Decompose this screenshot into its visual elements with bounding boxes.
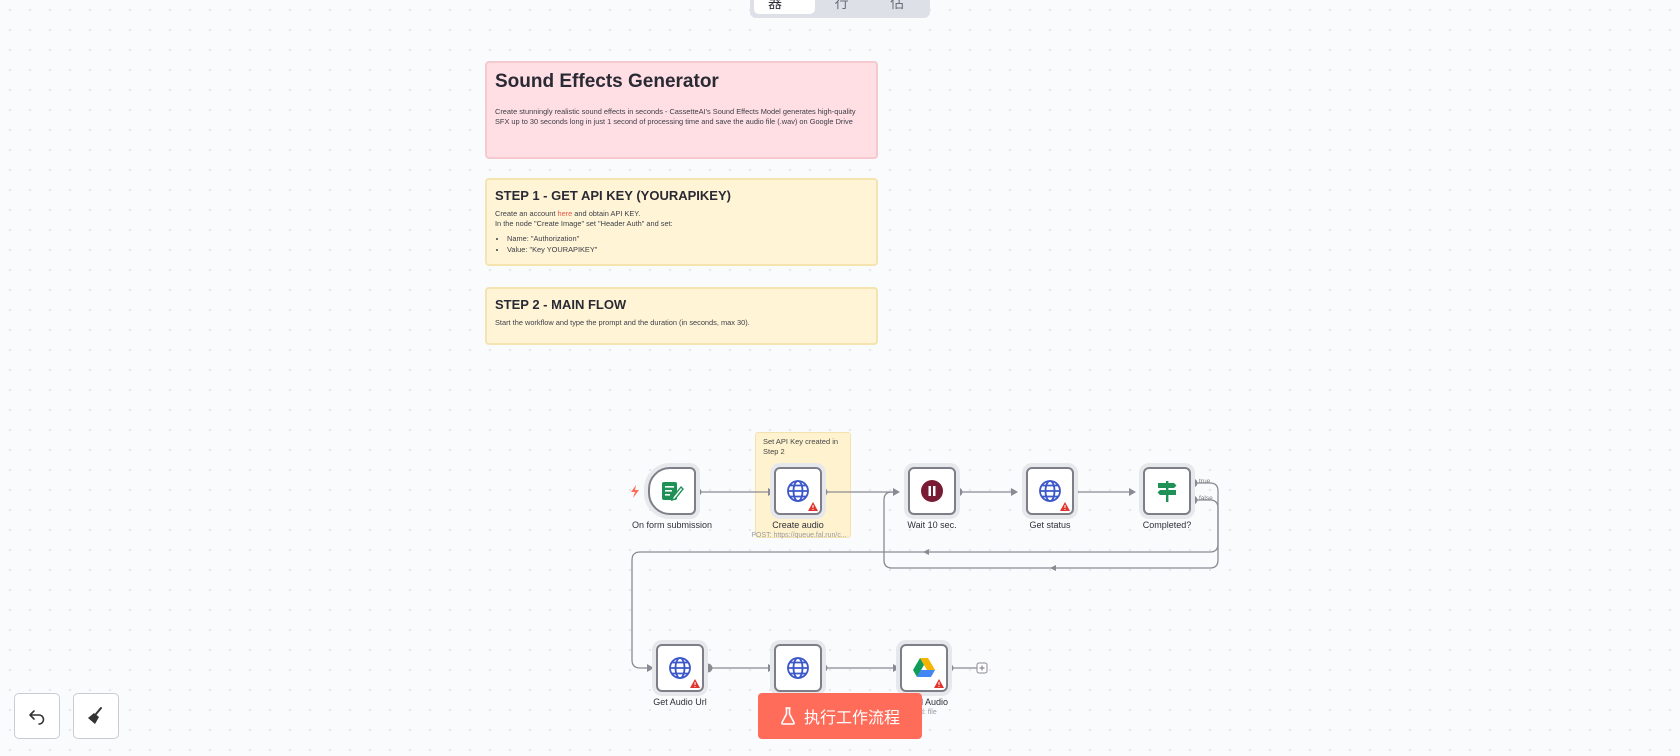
tab-evaluations[interactable]: 评估 xyxy=(890,0,905,11)
globe-icon xyxy=(1039,480,1061,502)
note-step2[interactable]: STEP 2 - MAIN FLOW Start the workflow an… xyxy=(485,287,878,345)
pause-icon xyxy=(921,480,943,502)
arrow-head xyxy=(893,488,900,496)
globe-icon xyxy=(787,657,809,679)
tab-executions[interactable]: 执行 xyxy=(834,0,849,11)
node-label: d Audio xyxy=(918,697,949,707)
note-step2-title: STEP 2 - MAIN FLOW xyxy=(495,297,627,312)
note-step1-line1: Create an account here and obtain API KE… xyxy=(495,209,641,218)
arrow-head xyxy=(923,549,929,555)
node-form-trigger[interactable] xyxy=(648,467,696,515)
note-step1-line2: In the node "Create Image" set "Header A… xyxy=(495,219,673,228)
note-step1-bullets: Name: "Authorization" Value: "Key YOURAP… xyxy=(495,233,868,255)
node-http-request[interactable] xyxy=(774,644,822,692)
execute-workflow-label: 执行工作流程 xyxy=(803,710,900,727)
globe-icon xyxy=(787,480,809,502)
node-label: Wait 10 sec. xyxy=(907,520,957,530)
arrow-head xyxy=(893,664,900,672)
output-handle xyxy=(703,663,713,673)
note-main-title: Sound Effects Generator xyxy=(495,71,719,92)
node-subtitle: POST: https://queue.fal.run/c... xyxy=(751,532,847,539)
arrow-head xyxy=(768,664,775,672)
node-label: Get Audio Url xyxy=(653,697,707,707)
signpost-icon xyxy=(1157,481,1177,502)
note-step1-title: STEP 1 - GET API KEY (YOURAPIKEY) xyxy=(495,188,731,203)
google-drive-icon xyxy=(913,658,935,677)
node-create-audio[interactable] xyxy=(774,467,822,515)
node-label: Completed? xyxy=(1142,520,1192,530)
bolt-icon xyxy=(631,485,639,498)
note-step2-body: Start the workflow and type the prompt a… xyxy=(495,318,750,327)
plus-icon-glyph xyxy=(979,665,985,671)
arrow-head xyxy=(1050,565,1056,571)
node-subtitle: d: file xyxy=(920,709,937,716)
account-link[interactable]: here xyxy=(557,209,573,218)
node-label: Get status xyxy=(1029,520,1071,530)
warning-icon xyxy=(808,502,818,511)
node-wait[interactable] xyxy=(908,467,956,515)
list-item: Name: "Authorization" xyxy=(507,233,868,244)
broom-icon xyxy=(88,707,102,724)
branch-label-true: true xyxy=(1199,478,1211,485)
arrow-head xyxy=(1129,488,1136,496)
tidy-up-button[interactable] xyxy=(73,693,119,739)
node-label: On form submission xyxy=(631,520,713,530)
node-get-audio-url[interactable] xyxy=(656,644,704,692)
note-main-body: Create stunningly realistic sound effect… xyxy=(495,107,856,126)
flask-icon xyxy=(781,707,795,725)
view-tabs: 编辑器 执行 评估 xyxy=(750,0,930,18)
list-item: Value: "Key YOURAPIKEY" xyxy=(507,244,868,255)
note-main[interactable]: Sound Effects Generator Create stunningl… xyxy=(485,61,878,159)
tab-editor[interactable]: 编辑器 xyxy=(754,0,815,14)
note-step1[interactable]: STEP 1 - GET API KEY (YOURAPIKEY) Create… xyxy=(485,178,878,266)
globe-icon xyxy=(669,657,691,679)
arrow-head xyxy=(647,664,654,672)
form-icon xyxy=(662,482,684,502)
undo-button[interactable] xyxy=(14,693,60,739)
node-completed-if[interactable] xyxy=(1143,467,1191,515)
node-label: Create audio xyxy=(772,520,824,530)
branch-label-false: false xyxy=(1199,495,1213,502)
undo-icon xyxy=(29,710,45,725)
arrow-head xyxy=(768,488,775,496)
warning-icon xyxy=(690,679,700,688)
node-get-status[interactable] xyxy=(1026,467,1074,515)
warning-icon xyxy=(934,679,944,688)
node-upload-audio[interactable] xyxy=(900,644,948,692)
arrow-head xyxy=(1011,488,1018,496)
warning-icon xyxy=(1060,502,1070,511)
execute-workflow-button[interactable]: 执行工作流程 xyxy=(758,693,922,739)
